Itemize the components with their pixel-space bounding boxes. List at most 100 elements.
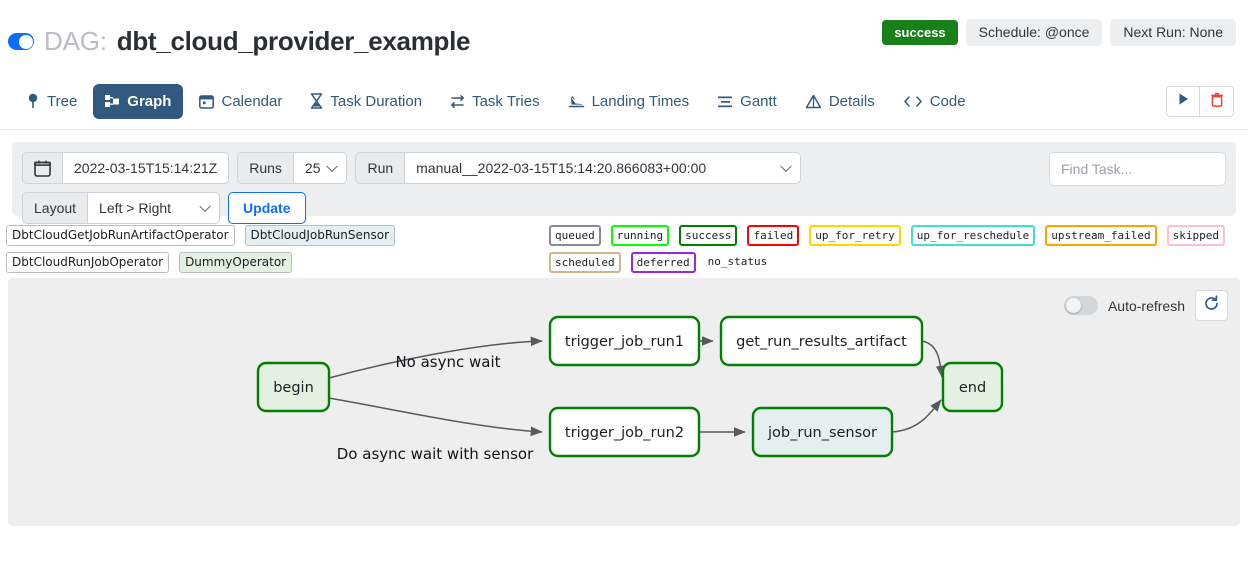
tab-label: Graph: [127, 92, 172, 110]
graph-toolbar: Auto-refresh: [1063, 290, 1228, 321]
tab-label: Landing Times: [591, 92, 690, 110]
graph-icon: [105, 94, 120, 109]
tab-landing-times[interactable]: Landing Times: [556, 84, 702, 119]
execution-date-group: 2022-03-15T15:14:21Z: [22, 152, 230, 184]
execution-date-input[interactable]: 2022-03-15T15:14:21Z: [63, 152, 230, 184]
status-chip[interactable]: success: [679, 225, 738, 246]
status-chip[interactable]: running: [610, 225, 670, 246]
tab-label: Tree: [47, 92, 78, 110]
graph-node-label: end: [959, 380, 986, 396]
tree-icon: [26, 93, 40, 109]
trash-icon: [1210, 92, 1224, 112]
filter-row-1: 2022-03-15T15:14:21Z Runs 25 Run manual_…: [22, 152, 1226, 184]
play-icon: [1177, 92, 1190, 111]
graph-node-job_run_sensor[interactable]: job_run_sensor: [751, 406, 894, 458]
layout-select[interactable]: Left > Right: [88, 192, 221, 224]
schedule-badge[interactable]: Schedule: @once: [965, 19, 1103, 46]
header-badges: success Schedule: @once Next Run: None: [882, 19, 1236, 46]
status-chip-no-status[interactable]: no_status: [707, 255, 768, 268]
run-select[interactable]: manual__2022-03-15T15:14:20.866083+00:00: [405, 152, 802, 184]
edge-sensor-to-end: [891, 399, 942, 433]
find-task-input[interactable]: Find Task...: [1049, 152, 1226, 186]
calendar-icon[interactable]: [22, 152, 63, 184]
runs-group: Runs 25: [237, 152, 348, 184]
edge-begin-to-run1: [328, 336, 543, 379]
run-label: Run: [355, 152, 406, 184]
status-chip[interactable]: skipped: [1166, 225, 1225, 246]
refresh-button[interactable]: [1195, 290, 1228, 321]
view-navbar: Tree Graph Calendar Task Duration Task T: [0, 72, 1248, 130]
dag-pause-toggle[interactable]: [8, 33, 34, 50]
status-chip[interactable]: deferred: [630, 252, 696, 273]
delete-dag-button[interactable]: [1200, 86, 1234, 117]
tab-tree[interactable]: Tree: [14, 84, 89, 119]
runs-select[interactable]: 25: [293, 152, 348, 184]
calendar-icon: [199, 94, 215, 109]
auto-refresh-toggle[interactable]: [1063, 296, 1098, 315]
details-icon: [805, 94, 822, 109]
operator-chip[interactable]: DbtCloudRunJobOperator: [6, 252, 170, 273]
graph-node-label: begin: [273, 380, 314, 396]
graph-edge-label: Do async wait with sensor: [337, 445, 534, 463]
next-run-badge: Next Run: None: [1110, 19, 1236, 46]
operator-chip[interactable]: DbtCloudGetJobRunArtifactOperator: [6, 225, 235, 246]
tab-label: Details: [828, 92, 875, 110]
operator-chip[interactable]: DummyOperator: [179, 252, 293, 273]
nav-actions: [1166, 86, 1234, 117]
tab-label: Task Duration: [330, 92, 423, 110]
tab-code[interactable]: Code: [891, 84, 978, 119]
layout-group: Layout Left > Right: [22, 192, 221, 224]
trigger-dag-button[interactable]: [1166, 86, 1200, 117]
graph-node-label: trigger_job_run2: [565, 425, 684, 441]
edge-artifact-to-end: [921, 340, 946, 378]
retry-icon: [450, 94, 465, 109]
nav-tabs: Tree Graph Calendar Task Duration Task T: [14, 72, 1234, 130]
runs-label: Runs: [237, 152, 294, 184]
page-title: DAG: dbt_cloud_provider_example: [8, 26, 470, 57]
status-badge: success: [882, 20, 958, 45]
filter-bar: 2022-03-15T15:14:21Z Runs 25 Run manual_…: [12, 142, 1236, 224]
graph-node-end[interactable]: end: [941, 361, 1004, 413]
graph-node-get_run_results_artifact[interactable]: get_run_results_artifact: [719, 315, 924, 367]
status-legend: queued running success failed up_for_retry up…: [549, 225, 1244, 273]
tab-task-duration[interactable]: Task Duration: [298, 84, 434, 119]
graph-edges: [328, 336, 946, 437]
landing-icon: [568, 94, 585, 109]
hourglass-icon: [310, 93, 323, 109]
status-chip[interactable]: scheduled: [549, 252, 621, 273]
gantt-icon: [717, 94, 733, 109]
graph-nodes: begin trigger_job_run1 get_run_results_art…: [256, 315, 1004, 458]
operator-chip[interactable]: DbtCloudJobRunSensor: [244, 225, 395, 246]
tab-gantt[interactable]: Gantt: [705, 84, 789, 119]
tab-label: Gantt: [740, 92, 777, 110]
status-chip[interactable]: up_for_retry: [809, 225, 901, 246]
update-button[interactable]: Update: [228, 192, 306, 224]
page-header: DAG: dbt_cloud_provider_example success …: [0, 0, 1248, 72]
status-chip[interactable]: queued: [549, 225, 601, 246]
tab-graph[interactable]: Graph: [93, 83, 184, 119]
graph-node-label: job_run_sensor: [767, 425, 877, 441]
graph-node-label: get_run_results_artifact: [736, 334, 907, 350]
tab-details[interactable]: Details: [793, 84, 887, 119]
auto-refresh-label: Auto-refresh: [1107, 297, 1185, 314]
layout-label: Layout: [22, 192, 89, 224]
graph-node-trigger_job_run1[interactable]: trigger_job_run1: [548, 315, 701, 367]
graph-node-begin[interactable]: begin: [256, 361, 331, 413]
tab-label: Calendar: [221, 92, 283, 110]
tab-label: Code: [929, 92, 966, 110]
graph-node-trigger_job_run2[interactable]: trigger_job_run2: [548, 406, 701, 458]
tab-label: Task Tries: [472, 92, 540, 110]
edge-begin-to-run2: [328, 397, 543, 437]
tab-task-tries[interactable]: Task Tries: [438, 84, 552, 119]
tab-calendar[interactable]: Calendar: [187, 84, 294, 119]
status-chip[interactable]: failed: [747, 225, 800, 246]
status-chip[interactable]: upstream_failed: [1045, 225, 1157, 246]
status-chip[interactable]: up_for_reschedule: [910, 225, 1036, 246]
refresh-icon: [1203, 294, 1220, 317]
filter-row-2: Layout Left > Right Update: [22, 192, 1226, 224]
